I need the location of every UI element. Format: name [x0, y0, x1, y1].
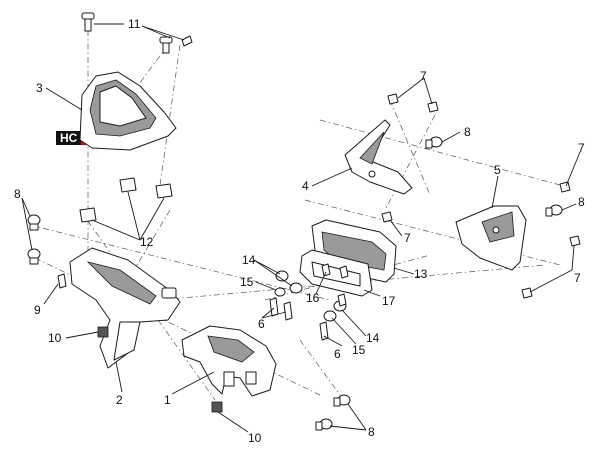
windscreen-cover-part	[79, 71, 177, 151]
callout-2: 2	[116, 393, 123, 407]
callout-7-right-bottom: 7	[574, 271, 581, 285]
callout-16: 16	[306, 291, 320, 305]
clip-10-bottom	[211, 401, 223, 413]
rubber-mount-8-right	[545, 204, 563, 217]
callout-17: 17	[382, 294, 396, 308]
callout-6-right: 6	[334, 347, 341, 361]
callout-labels: 11 3 7 8 4 5 7 8 12 7 8 7 9 14 15 16 17 …	[14, 17, 585, 445]
callout-5: 5	[494, 163, 501, 177]
mount-2-part	[69, 247, 181, 369]
callout-10-bottom: 10	[248, 431, 262, 445]
callout-3: 3	[36, 81, 43, 95]
screw-11-small	[181, 35, 193, 47]
logo-hc-text: HC	[56, 131, 82, 145]
callout-8-upper: 8	[464, 125, 471, 139]
callout-6-left: 6	[258, 317, 265, 331]
callout-8-right: 8	[578, 195, 585, 209]
rubber-mount-8-left-top	[27, 214, 41, 231]
clip-10-left	[97, 326, 109, 338]
callout-8-left: 8	[14, 187, 21, 201]
mount-1-part	[181, 325, 277, 397]
grommets-left	[269, 270, 303, 321]
leader-lines	[21, 23, 581, 433]
callout-15-left: 15	[240, 275, 254, 289]
screws-7	[381, 93, 581, 299]
grommets-right	[319, 300, 347, 341]
screw-11-mid	[159, 36, 173, 54]
callout-4: 4	[302, 179, 309, 193]
callout-7-mid: 7	[404, 231, 411, 245]
rubber-mount-8-left-bottom	[27, 248, 41, 265]
bracket-4-part	[344, 119, 413, 195]
callout-7-top: 7	[420, 69, 427, 83]
bracket-5-part	[455, 205, 527, 271]
screws-16	[321, 263, 349, 307]
screw-9	[57, 273, 67, 289]
callout-11: 11	[128, 17, 141, 31]
rubber-mount-8-bottom-2	[315, 418, 333, 431]
callout-7-right-top: 7	[578, 141, 585, 155]
callout-12: 12	[140, 235, 154, 249]
clips-12	[79, 177, 173, 223]
callout-14-right: 14	[366, 331, 380, 345]
rubber-mount-8-bottom-1	[333, 394, 351, 407]
callout-14-left: 14	[242, 253, 256, 267]
callout-15-right: 15	[352, 343, 366, 357]
callout-1: 1	[164, 393, 171, 407]
callout-9: 9	[34, 303, 41, 317]
callout-8-bottom: 8	[368, 425, 375, 439]
callout-10-left: 10	[48, 331, 62, 345]
rubber-mount-8-upper	[425, 136, 443, 149]
screw-11-top	[81, 12, 95, 32]
callout-13: 13	[414, 267, 428, 281]
